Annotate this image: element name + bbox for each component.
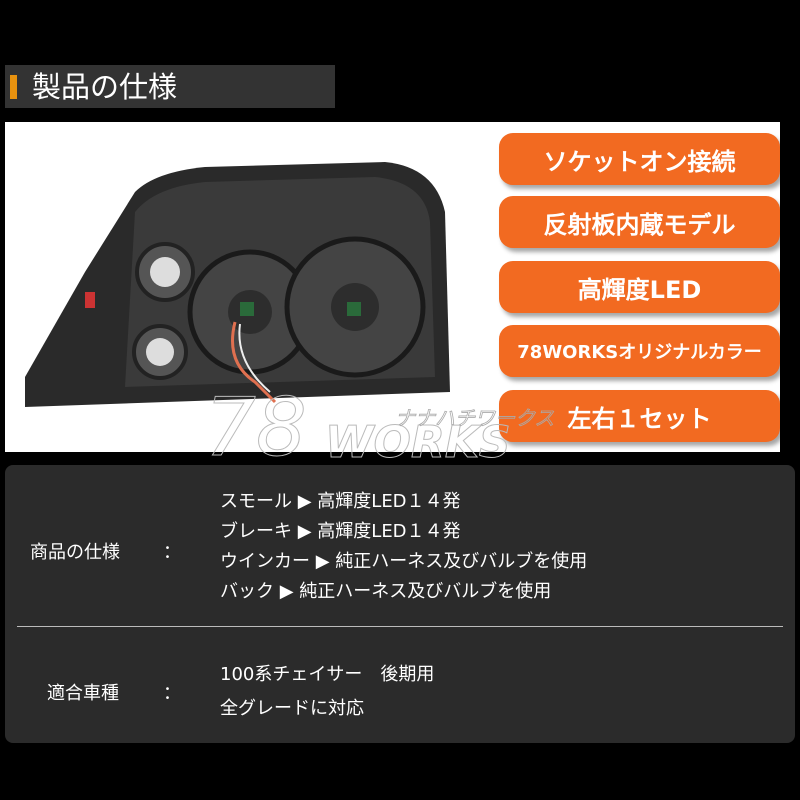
feature-badge-socket-on: ソケットオン接続: [499, 133, 780, 185]
spec-value: 100系チェイサー 後期用: [220, 664, 435, 685]
accent-bar: [10, 75, 17, 99]
spec-table: 商品の仕様 ： スモール ▶ 高輝度LED１４発 ブレーキ ▶ 高輝度LED１４…: [5, 465, 795, 743]
feature-badge-set: 左右１セット: [499, 390, 780, 442]
spec-label-vehicle: 適合車種: [47, 683, 119, 704]
spec-value: スモール ▶ 高輝度LED１４発: [220, 491, 461, 512]
tail-lamp-image: [25, 162, 450, 407]
spec-values-vehicle: 100系チェイサー 後期用 全グレードに対応: [220, 658, 434, 726]
spec-colon: ：: [163, 542, 181, 563]
page-title: 製品の仕様: [32, 70, 178, 104]
spec-value: ウインカー ▶ 純正ハーネス及びバルブを使用: [220, 551, 588, 572]
spec-colon: ：: [163, 683, 181, 704]
feature-badge-led: 高輝度LED: [499, 261, 780, 313]
spec-value: 全グレードに対応: [220, 698, 364, 719]
spec-label-product: 商品の仕様: [30, 542, 120, 563]
feature-badge-reflector: 反射板内蔵モデル: [499, 196, 780, 248]
spec-value: ブレーキ ▶ 高輝度LED１４発: [220, 521, 461, 542]
spec-values-product: スモール ▶ 高輝度LED１４発 ブレーキ ▶ 高輝度LED１４発 ウインカー …: [220, 487, 587, 607]
spec-value: バック ▶ 純正ハーネス及びバルブを使用: [220, 581, 552, 602]
feature-badge-color: 78WORKSオリジナルカラー: [499, 325, 780, 377]
divider: [17, 626, 783, 627]
section-header: 製品の仕様: [5, 65, 335, 108]
